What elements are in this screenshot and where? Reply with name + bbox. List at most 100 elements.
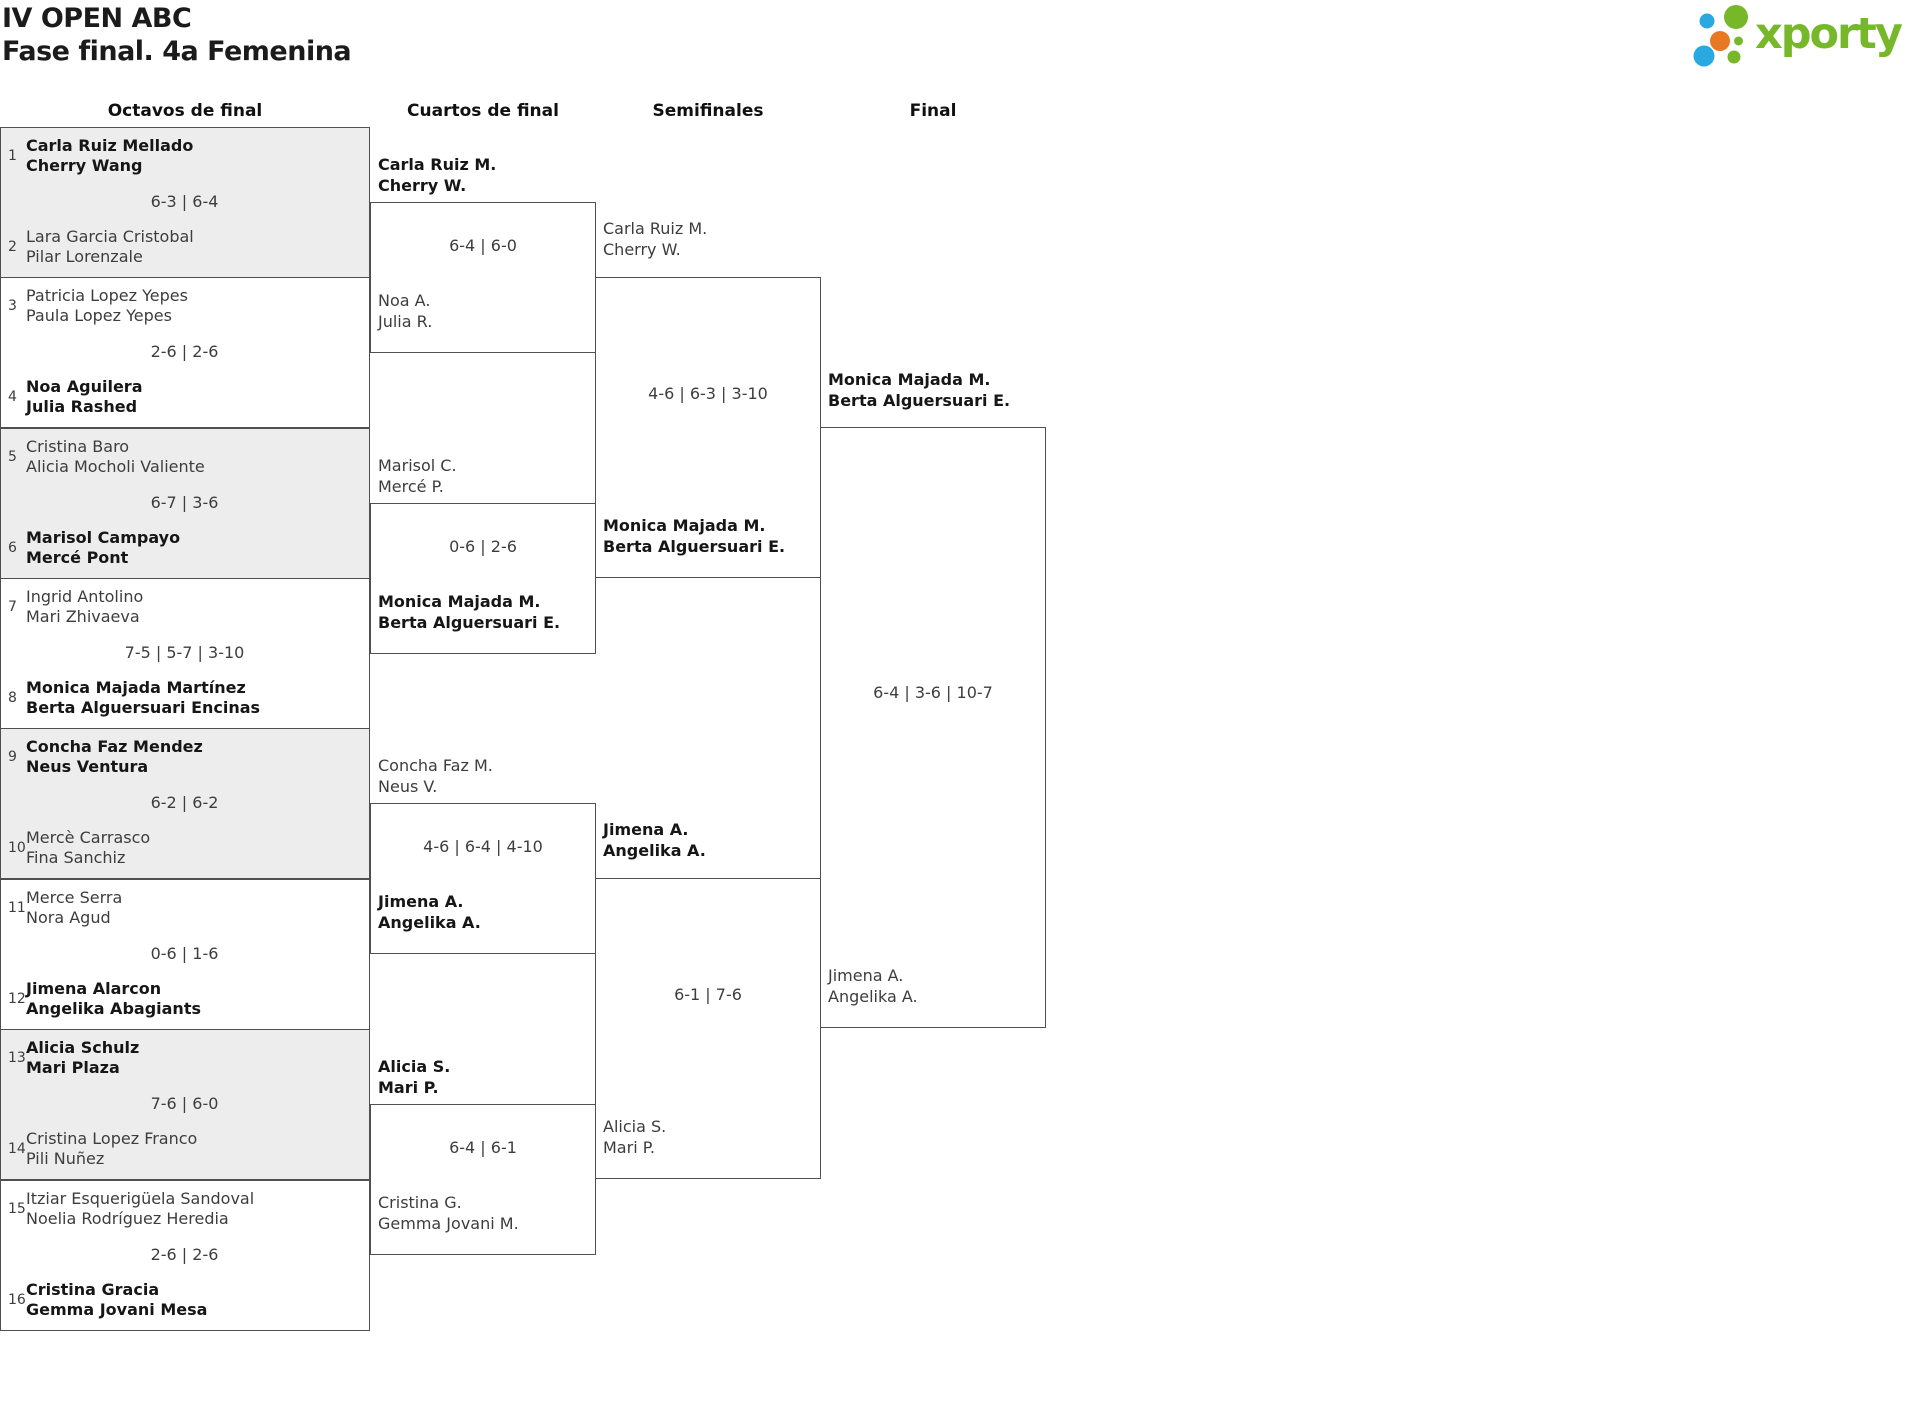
match-score: 0-6 | 2-6 — [449, 537, 517, 556]
team-slot: Noa A. Julia R. — [378, 290, 432, 332]
player-name: Itziar Esquerigüela Sandoval — [26, 1189, 255, 1208]
seed-number: 13 — [8, 1050, 26, 1066]
cuartos-match-2: Marisol C.Mercé P. 0-6 | 2-6 Monica Maja… — [370, 456, 596, 654]
final-match: Monica Majada M.Berta Alguersuari E. 6-4… — [820, 370, 1046, 1028]
player-name: Cherry W. — [378, 176, 467, 195]
match-score: 6-4 | 6-0 — [449, 236, 517, 255]
player-name: Alicia Schulz — [26, 1038, 140, 1057]
seed-number: 12 — [8, 991, 26, 1007]
phase-subtitle: Fase final. 4a Femenina — [2, 36, 352, 67]
player-name: Noa A. — [378, 291, 431, 310]
player-name: Angelika Abagiants — [26, 999, 201, 1018]
cuartos-match-1: Carla Ruiz M.Cherry W. 6-4 | 6-0 Noa A. J… — [370, 155, 596, 353]
match-score: 2-6 | 2-6 — [150, 342, 219, 361]
player-name: Julia Rashed — [26, 397, 138, 416]
cuartos-match-3: Concha Faz M. Neus V. 4-6 | 6-4 | 4-10 Ji… — [370, 756, 596, 954]
team-slot: Cristina G.Gemma Jovani M. — [378, 1192, 519, 1234]
seed-number: 5 — [8, 449, 17, 465]
player-name: Jimena Alarcon — [26, 979, 162, 998]
xporty-wordmark: xporty — [1755, 9, 1903, 59]
player-name: Pili Nuñez — [26, 1149, 105, 1168]
seed-number: 10 — [8, 840, 26, 856]
seed-number: 15 — [8, 1201, 26, 1217]
player-name: Pilar Lorenzale — [26, 247, 143, 266]
player-name: Alicia Mocholi Valiente — [26, 457, 205, 476]
player-name: Noa Aguilera — [26, 377, 143, 396]
tournament-title: IV OPEN ABC — [2, 3, 192, 34]
player-name: Angelika A. — [378, 913, 481, 932]
player-name: Merce Serra — [26, 888, 123, 907]
player-name: Angelika A. — [603, 841, 706, 860]
seed-number: 3 — [8, 298, 17, 314]
player-name: Patricia Lopez Yepes — [26, 286, 188, 305]
player-name: Mercè Carrasco — [26, 828, 151, 847]
player-name: Cristina Baro — [26, 437, 130, 456]
player-name: Concha Faz Mendez — [26, 737, 203, 756]
player-name: Gemma Jovani Mesa — [26, 1300, 208, 1319]
round-header-final: Final — [909, 101, 957, 121]
team-slot: Carla Ruiz M.Cherry W. — [378, 154, 496, 196]
team-slot: Alicia S.Mari P. — [378, 1056, 450, 1098]
player-name: Nora Agud — [26, 908, 111, 927]
player-name: Jimena A. — [603, 820, 689, 839]
match-score: 4-6 | 6-4 | 4-10 — [423, 837, 543, 856]
seed-number: 6 — [8, 540, 17, 556]
player-name: Julia R. — [378, 312, 433, 331]
player-name: Carla Ruiz Mellado — [26, 136, 194, 155]
player-name: Paula Lopez Yepes — [26, 306, 172, 325]
team-slot: Marisol C.Mercé P. — [378, 455, 457, 497]
player-name: Ingrid Antolino — [26, 587, 144, 606]
seed-number: 4 — [8, 389, 17, 405]
seed-number: 9 — [8, 749, 17, 765]
team-slot: Carla Ruiz M.Cherry W. — [603, 218, 707, 260]
player-name: Monica Majada M. — [828, 370, 991, 389]
player-name: Mari Zhivaeva — [26, 607, 140, 626]
round-header-semifinales: Semifinales — [652, 101, 764, 121]
match-score: 2-6 | 2-6 — [150, 1245, 219, 1264]
player-name: Mari P. — [378, 1078, 439, 1097]
player-name: Berta Alguersuari Encinas — [26, 698, 261, 717]
player-name: Mercé Pont — [26, 548, 129, 567]
player-name: Cristina Lopez Franco — [26, 1129, 198, 1148]
player-name: Mari Plaza — [26, 1058, 120, 1077]
player-name: Berta Alguersuari E. — [378, 613, 561, 632]
match-score: 7-5 | 5-7 | 3-10 — [124, 643, 245, 662]
player-name: Monica Majada M. — [378, 592, 541, 611]
team-slot: Jimena A. Angelika A. — [378, 891, 481, 933]
team-slot: Jimena A. Angelika A. — [603, 819, 706, 861]
player-name: Angelika A. — [828, 987, 918, 1006]
player-name: Concha Faz M. — [378, 756, 493, 775]
player-name: Fina Sanchiz — [26, 848, 126, 867]
round-header-octavos: Octavos de final — [107, 101, 263, 121]
seed-number: 2 — [8, 239, 17, 255]
player-name: Neus V. — [378, 777, 438, 796]
xporty-logo[interactable]: xporty — [1692, 4, 1903, 72]
team-slot: Jimena A.Angelika A. — [828, 965, 918, 1007]
cuartos-match-4: Alicia S.Mari P. 6-4 | 6-1 Cristina G.Ge… — [370, 1057, 596, 1255]
match-score: 6-4 | 3-6 | 10-7 — [873, 683, 993, 702]
player-name: Lara Garcia Cristobal — [26, 227, 194, 246]
player-name: Cherry Wang — [26, 156, 143, 175]
team-slot: Monica Majada M.Berta Alguersuari E. — [828, 369, 1010, 411]
semifinal-match-1: Carla Ruiz M.Cherry W. 4-6 | 6-3 | 3-10 … — [595, 219, 821, 578]
seed-number: 14 — [8, 1141, 26, 1157]
player-name: Jimena A. — [378, 892, 464, 911]
player-name: Carla Ruiz M. — [603, 219, 708, 238]
